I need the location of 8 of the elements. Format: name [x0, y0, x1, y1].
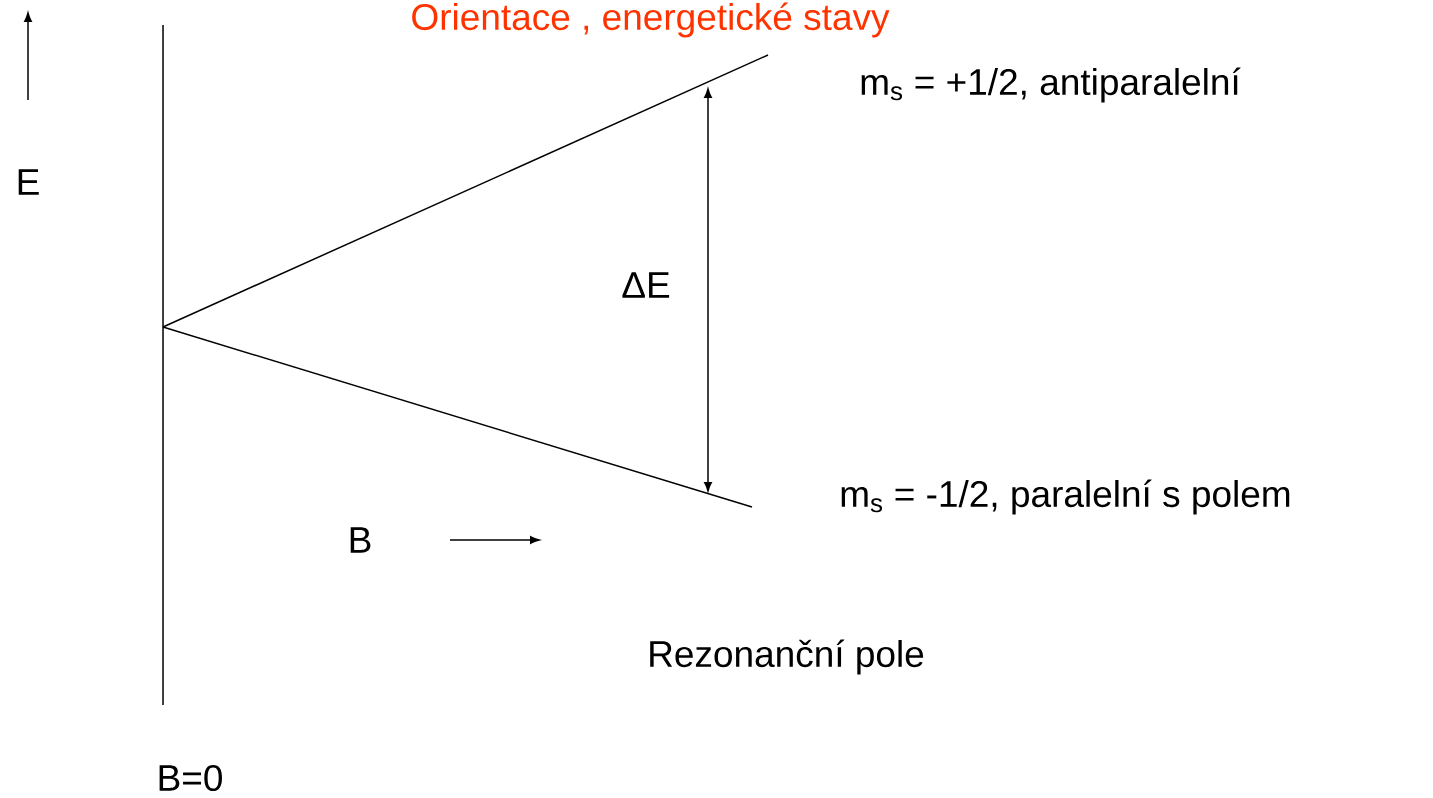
field-label: Rezonanční pole	[650, 639, 924, 675]
axis-label: B	[350, 527, 371, 553]
axis-label: B=0	[159, 764, 222, 792]
axis-label: E	[18, 169, 39, 195]
level-label: m$_{s}$ = +1/2, antiparalelní	[861, 67, 1241, 103]
title: Orientace , energetické stavy	[412, 2, 890, 38]
gap-label: ΔE	[622, 272, 670, 298]
level-label: m$_{s}$ = -1/2, paralelní s polem	[841, 479, 1290, 515]
